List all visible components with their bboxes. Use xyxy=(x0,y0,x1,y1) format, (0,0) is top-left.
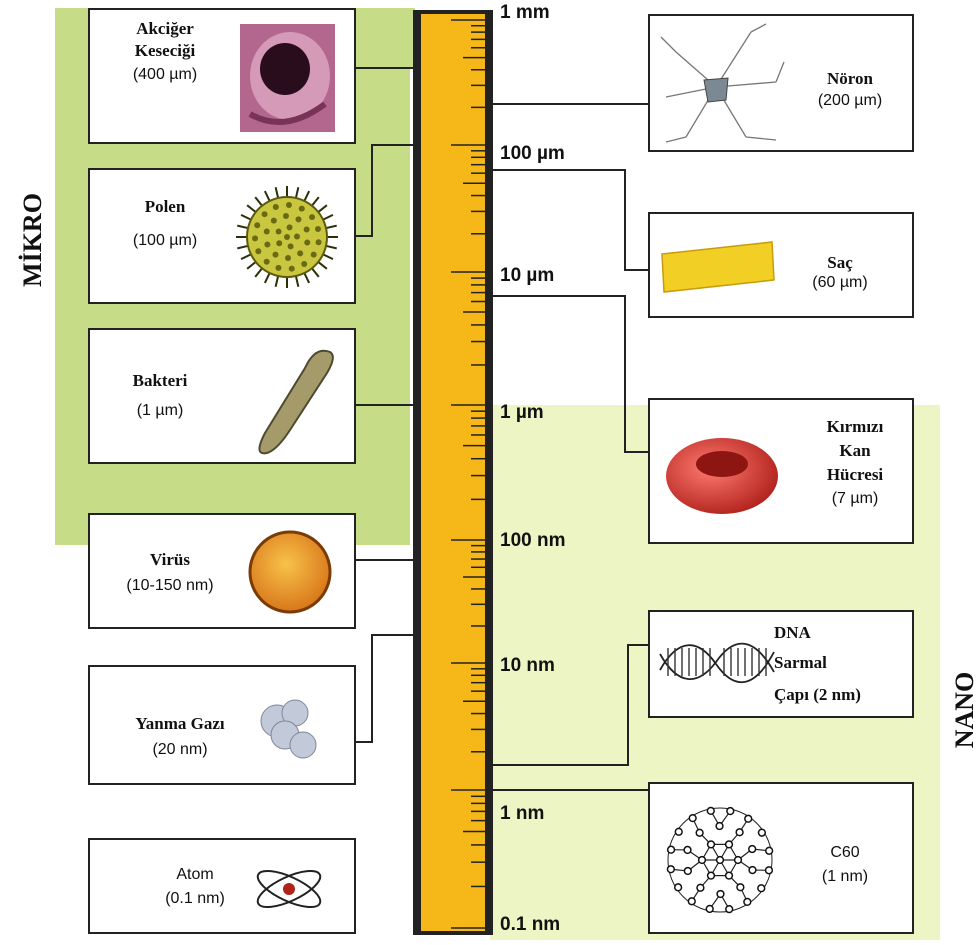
bacteria-name: Bakteri xyxy=(100,370,220,391)
rbc-name-line3: Hücresi xyxy=(800,464,910,485)
atom-size: (0.1 nm) xyxy=(140,888,250,909)
card-atom: Atom (0.1 nm) xyxy=(88,838,356,934)
hair-name: Saç xyxy=(790,252,890,273)
card-bacteria: Bakteri (1 µm) xyxy=(88,328,356,464)
card-lung-alveolus: Akciğer Keseciği (400 µm) xyxy=(88,8,356,144)
card-neuron: Nöron (200 µm) xyxy=(648,14,914,152)
card-dna: DNA Sarmal Çapı (2 nm) xyxy=(648,610,914,718)
bacteria-image xyxy=(235,338,345,460)
dna-name-line2: Sarmal xyxy=(774,652,864,673)
atom-icon xyxy=(250,858,328,920)
card-pollen: Polen (100 µm) xyxy=(88,168,356,304)
card-combustion-gas: Yanma Gazı (20 nm) xyxy=(88,665,356,785)
lung-name-line1: Akciğer xyxy=(100,18,230,39)
dna-name-line3: Çapı (2 nm) xyxy=(774,684,914,705)
dna-helix-image xyxy=(658,632,778,696)
rbc-size: (7 µm) xyxy=(800,488,910,509)
c60-size: (1 nm) xyxy=(790,866,900,887)
lung-size: (400 µm) xyxy=(100,64,230,85)
lung-name-line2: Keseciği xyxy=(100,40,230,61)
card-virus: Virüs (10-150 nm) xyxy=(88,513,356,629)
c60-fullerene-image xyxy=(660,800,780,920)
virus-name: Virüs xyxy=(100,549,240,570)
neuron-image xyxy=(656,22,786,144)
neuron-name: Nöron xyxy=(790,68,910,89)
virus-size: (10-150 nm) xyxy=(100,575,240,596)
pollen-image xyxy=(235,185,340,290)
lung-alveolus-image xyxy=(240,24,335,132)
gas-size: (20 nm) xyxy=(100,739,260,760)
card-red-blood-cell: Kırmızı Kan Hücresi (7 µm) xyxy=(648,398,914,544)
virus-image xyxy=(245,527,335,617)
dna-name-line1: DNA xyxy=(774,622,864,643)
card-c60: C60 (1 nm) xyxy=(648,782,914,934)
rbc-name-line1: Kırmızı xyxy=(800,416,910,437)
atom-name: Atom xyxy=(140,864,250,885)
hair-image xyxy=(658,240,778,296)
neuron-size: (200 µm) xyxy=(790,90,910,111)
gas-particle-image xyxy=(255,695,330,765)
red-blood-cell-image xyxy=(660,430,790,518)
hair-size: (60 µm) xyxy=(790,272,890,293)
pollen-size: (100 µm) xyxy=(100,230,230,251)
rbc-name-line2: Kan xyxy=(800,440,910,461)
c60-name: C60 xyxy=(790,842,900,863)
bacteria-size: (1 µm) xyxy=(100,400,220,421)
gas-name: Yanma Gazı xyxy=(100,713,260,734)
card-hair: Saç (60 µm) xyxy=(648,212,914,318)
pollen-name: Polen xyxy=(100,196,230,217)
